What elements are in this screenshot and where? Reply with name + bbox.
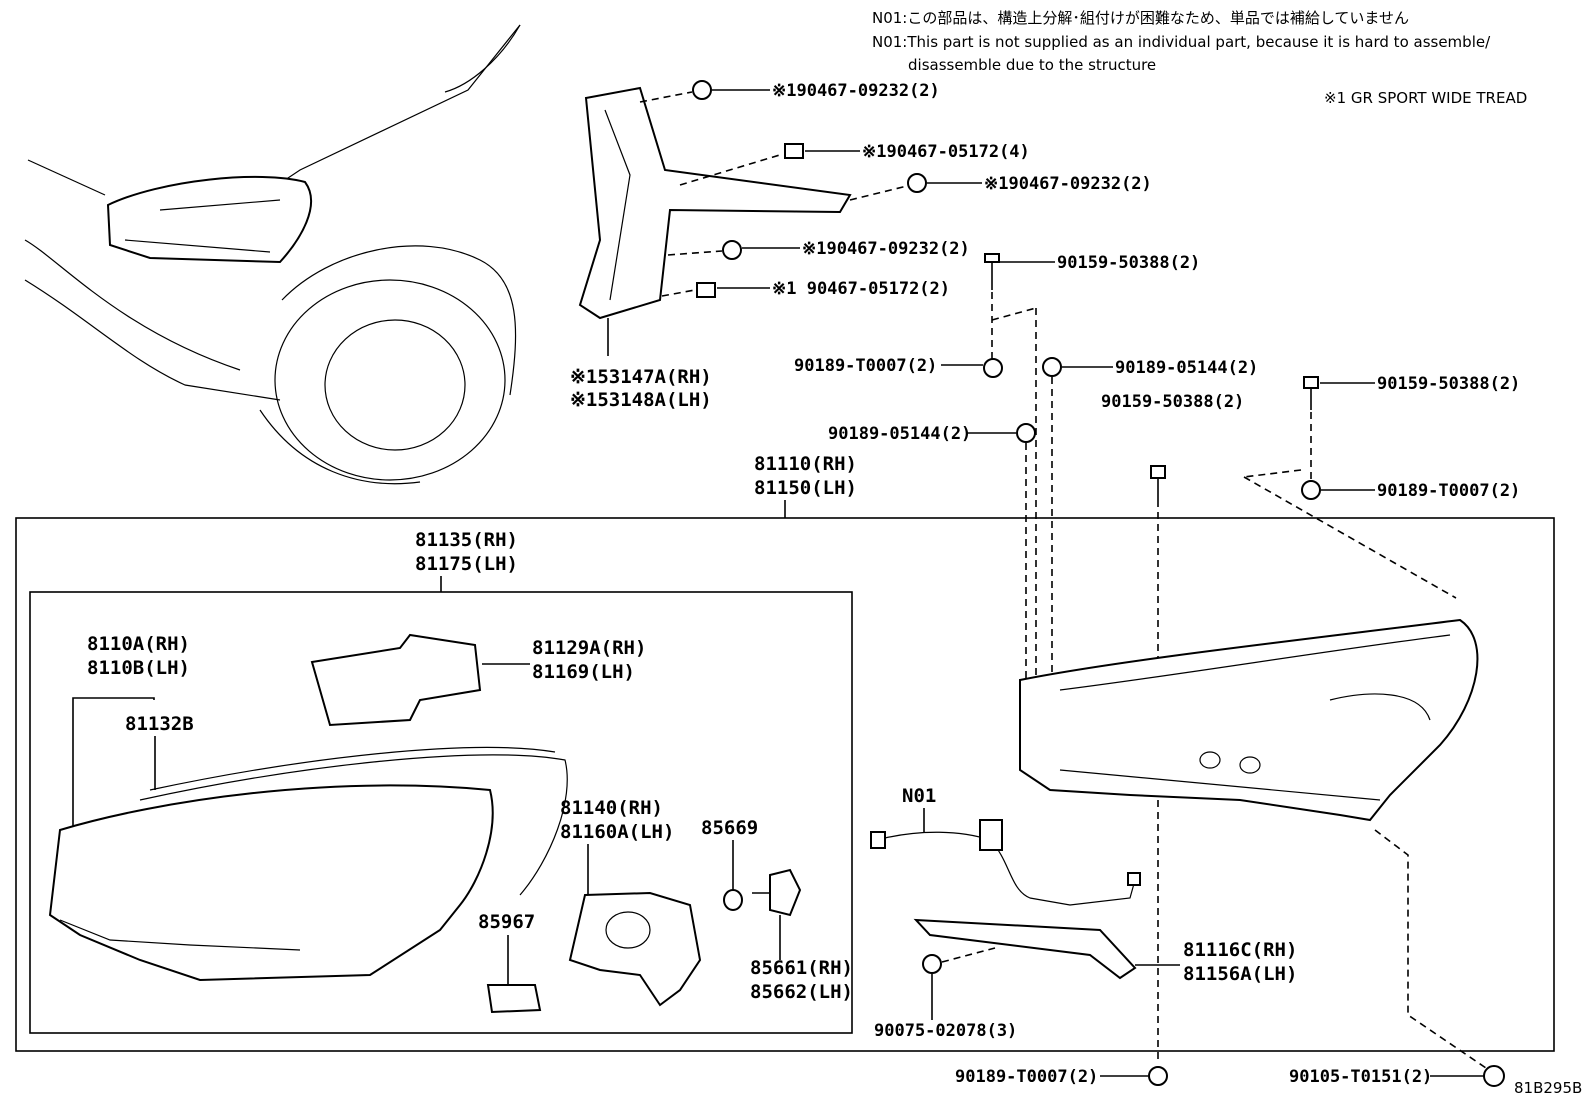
clip-icon-third [849,173,982,201]
label-clip-09232-a: ※190467-09232(2) [772,81,940,101]
label-screw-02078: 90075-02078(3) [874,1021,1017,1041]
clip-icon-top [639,80,770,103]
nut-icon-c [966,423,1036,690]
label-lens-rh: 8110A(RH) [87,633,190,655]
label-nut-05144-a: 90189-05144(2) [1115,358,1258,378]
label-clip-09232-c: ※190467-09232(2) [802,239,970,259]
label-gasket: 81132B [125,713,194,735]
lens-illustration [48,746,568,982]
label-reflector-rh: 81140(RH) [560,797,663,819]
figure-code: 81B295B [1514,1079,1582,1097]
bracket-illustration [310,633,482,727]
label-clip-05172-a: ※190467-05172(4) [862,142,1030,162]
clip-icon-fifth [661,282,770,298]
label-screw-50388-b: 90159-50388(2) [1101,392,1244,412]
socket-illustration [752,868,802,917]
label-ring: 85669 [701,817,758,839]
nut-icon-a [941,358,1003,378]
label-nut-05144-b: 90189-05144(2) [828,424,971,444]
label-garnish-lh: ※153148A(LH) [570,389,712,411]
label-nut-t0007-b: 90189-T0007(2) [1377,481,1520,501]
label-bracket-lh: 81169(LH) [532,661,635,683]
note-n01-english-line2: disassemble due to the structure [908,56,1156,74]
label-unit-rh: 81135(RH) [415,529,518,551]
screw-icon-c [1303,376,1375,480]
label-wire: N01 [902,785,936,807]
label-reflector-lh: 81160A(LH) [560,821,674,843]
label-nut-t0007-c: 90189-T0007(2) [955,1067,1098,1087]
label-screw-50388-c: 90159-50388(2) [1377,374,1520,394]
nut-icon-d [1243,469,1457,599]
label-socket-lh: 85662(LH) [750,981,853,1003]
label-garnish-rh: ※153147A(RH) [570,366,712,388]
module-illustration [486,984,542,1014]
screw-icon-a [984,253,1055,690]
garnish-illustration [578,86,852,356]
screw-icon-d [922,947,996,1020]
reflector-illustration [568,891,702,1007]
lens-leader-line [72,697,155,830]
headlamp-housing-illustration [1019,618,1479,822]
assembly-outer-frame [15,517,1555,1052]
label-cover-rh: 81116C(RH) [1183,939,1297,961]
nut-icon-b [1042,357,1113,780]
vehicle-front-illustration [24,24,521,485]
label-module: 85967 [478,911,535,933]
bolt-icon [1374,829,1505,1087]
note-n01-english-line1: N01:This part is not supplied as an indi… [872,33,1491,51]
label-clip-05172-b: ※1 90467-05172(2) [772,279,950,299]
label-bracket-rh: 81129A(RH) [532,637,646,659]
label-unit-lh: 81175(LH) [415,553,518,575]
nut-icon-e [1100,1066,1168,1086]
label-clip-09232-b: ※190467-09232(2) [984,174,1152,194]
clip-icon-fourth [667,240,800,260]
note-n01-japanese: N01:この部品は、構造上分解･組付けが困難なため、単品では補給していません [872,9,1409,27]
wire-harness-illustration [870,819,1141,906]
label-socket-rh: 85661(RH) [750,957,853,979]
cover-illustration [913,918,1137,980]
label-nut-t0007-a: 90189-T0007(2) [794,356,937,376]
label-assy-lh: 81150(LH) [754,477,857,499]
ring-illustration [723,889,743,911]
clip-icon-second [679,143,860,186]
note-grade: ※1 GR SPORT WIDE TREAD [1324,89,1527,107]
label-bolt-t0151: 90105-T0151(2) [1289,1067,1432,1087]
label-screw-50388-a: 90159-50388(2) [1057,253,1200,273]
label-lens-lh: 8110B(LH) [87,657,190,679]
unit-inner-frame [29,591,853,1034]
label-cover-lh: 81156A(LH) [1183,963,1297,985]
label-assy-rh: 81110(RH) [754,453,857,475]
